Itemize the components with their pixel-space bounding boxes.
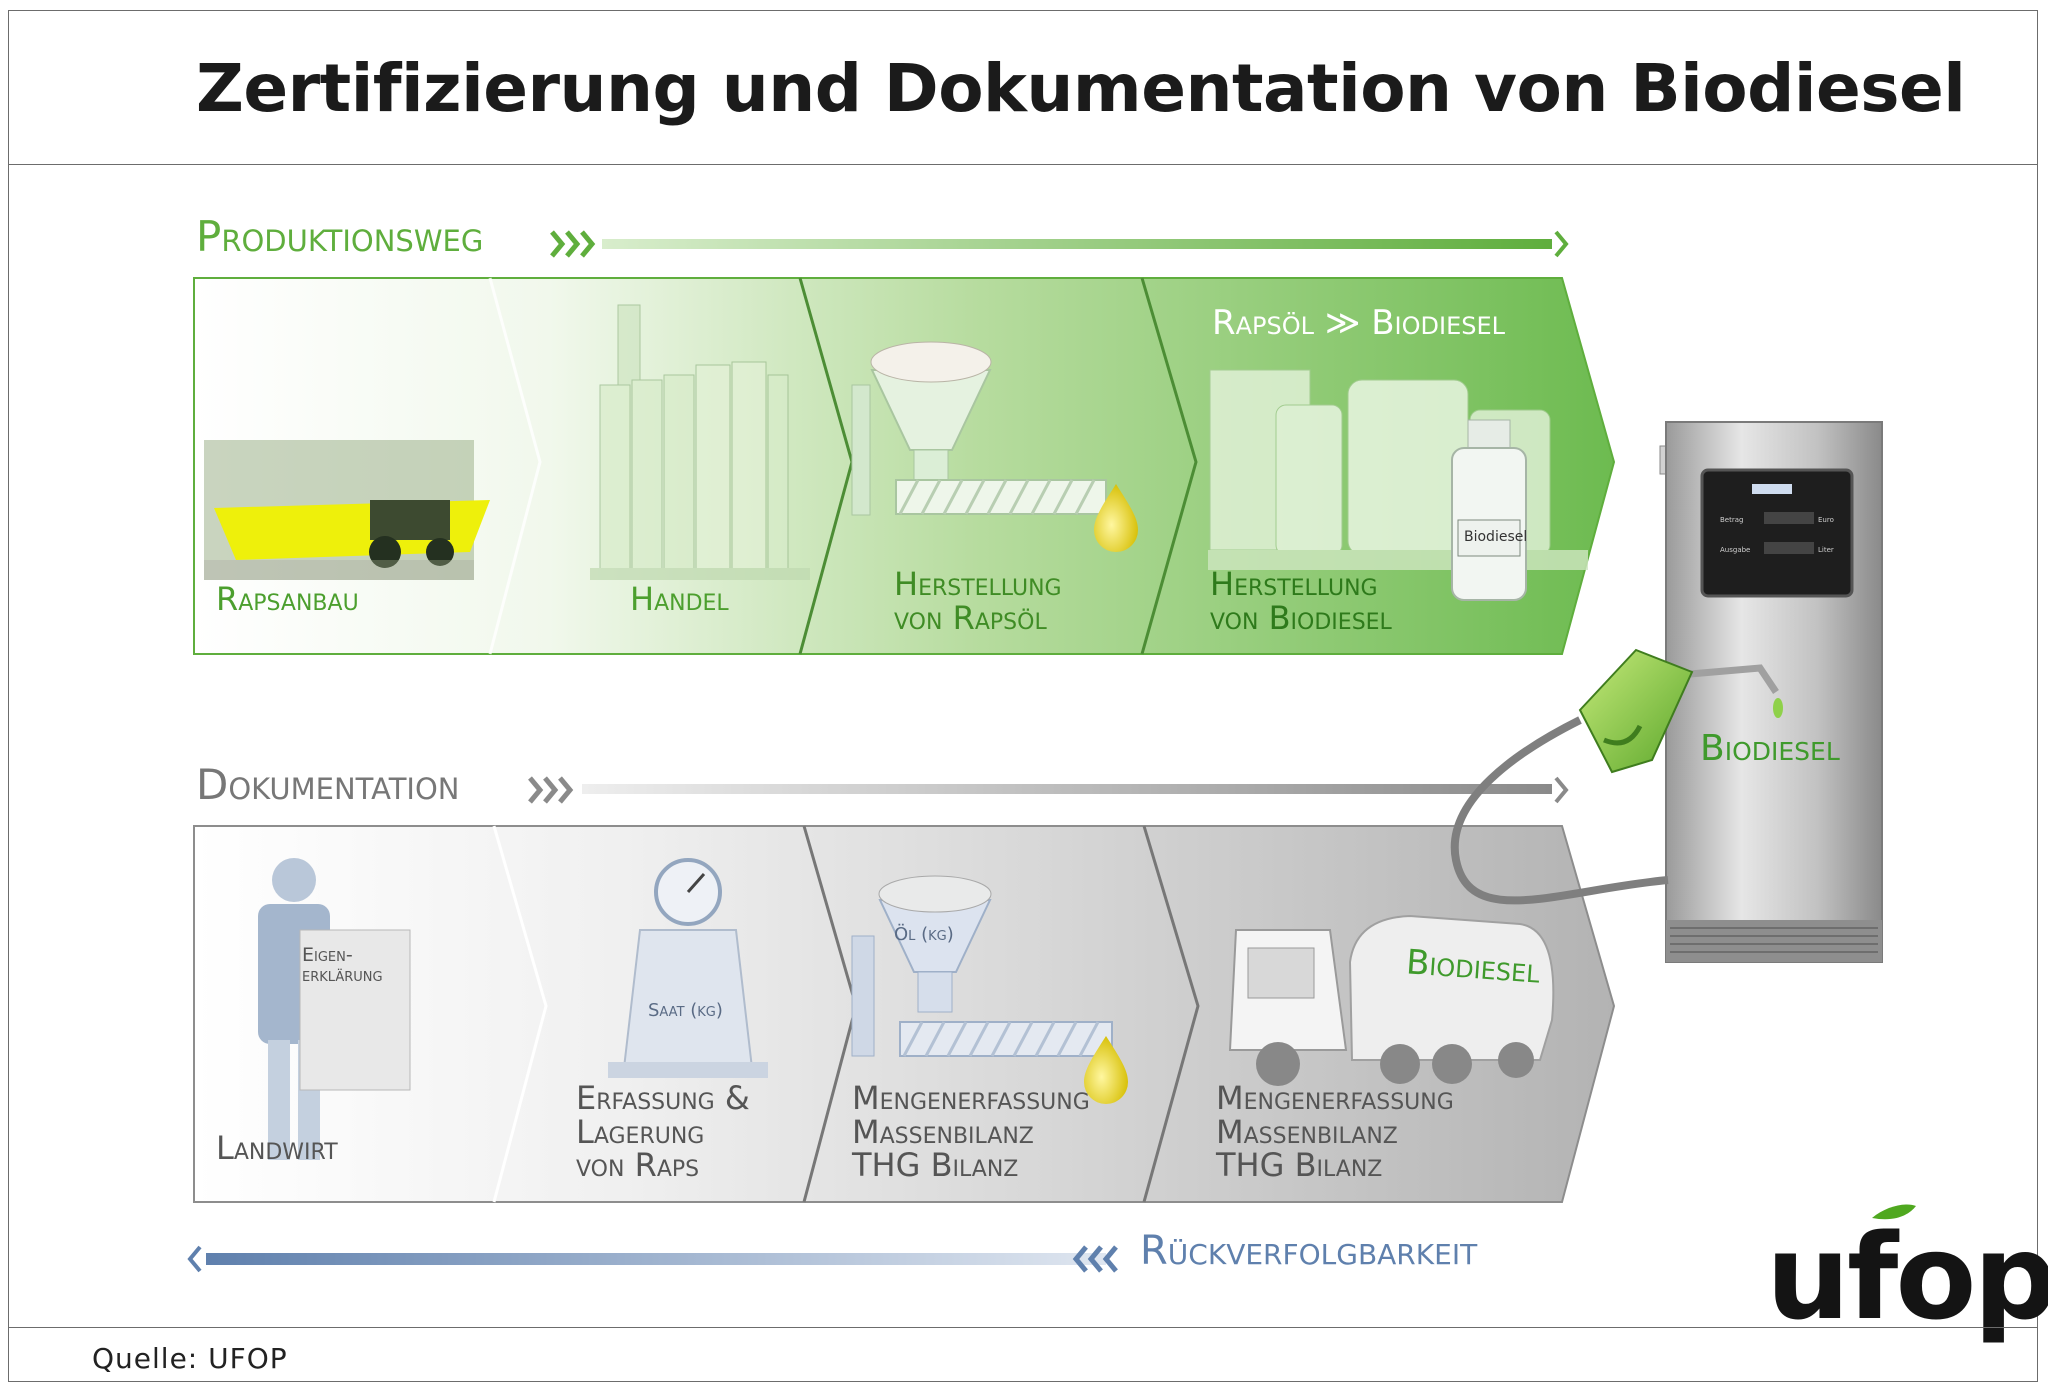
pump-label: Biodiesel bbox=[1700, 728, 1840, 769]
title-divider bbox=[8, 164, 2038, 165]
sign-line: Eigen- bbox=[302, 944, 353, 966]
fuel-nozzle-icon bbox=[1578, 648, 1694, 774]
fuel-pump-illustration bbox=[1659, 421, 1883, 963]
step-handel-label: Handel bbox=[630, 580, 729, 618]
step-label-line: Herstellung bbox=[894, 565, 1062, 603]
production-arrow-bar bbox=[550, 230, 1569, 258]
farmer-illustration bbox=[258, 858, 411, 1160]
production-headline: Produktionsweg bbox=[196, 212, 484, 261]
step-mengenerfassung-label-1: Mengenerfassung Massenbilanz THG Bilanz bbox=[852, 1079, 1090, 1185]
documentation-band bbox=[193, 825, 1616, 1203]
ufop-logo: ufop bbox=[1766, 1208, 2048, 1346]
traceability-headline: Rückverfolgbarkeit bbox=[1140, 1228, 1478, 1274]
rapsoel-biodiesel-caption: Rapsöl ≫ Biodiesel bbox=[1212, 303, 1506, 343]
page-title: Zertifizierung und Dokumentation von Bio… bbox=[196, 50, 1966, 127]
step-label-line: von Raps bbox=[576, 1146, 700, 1185]
traceability-arrow-bar bbox=[187, 1245, 1118, 1273]
step-label-line: von Rapsöl bbox=[894, 598, 1047, 637]
step-label-line: Massenbilanz bbox=[1216, 1112, 1398, 1151]
step-biodiesel-label: Herstellung von Biodiesel bbox=[1210, 565, 1392, 637]
seed-sack-illustration bbox=[608, 858, 768, 1078]
step-label-line: Handel bbox=[630, 580, 729, 618]
pump-display-row-1-right: Euro bbox=[1818, 516, 1834, 524]
step-rapsanbau-label: Rapsanbau bbox=[216, 580, 359, 618]
doc-oil-press-icon bbox=[851, 875, 1113, 1057]
frame bbox=[8, 10, 2038, 1382]
oil-drop-icon bbox=[1094, 484, 1138, 552]
truck-label: Biodiesel bbox=[1404, 942, 1542, 992]
logo-leaf-icon bbox=[1872, 1204, 1916, 1220]
step-label-line: Rapsanbau bbox=[216, 580, 359, 618]
step-label-line: Mengenerfassung bbox=[852, 1079, 1090, 1117]
pump-display-row-2-right: Liter bbox=[1818, 546, 1834, 554]
grain-silo-icon bbox=[590, 304, 810, 580]
step-rapsoel-label: Herstellung von Rapsöl bbox=[894, 565, 1062, 637]
step-mengenerfassung-label-2: Mengenerfassung Massenbilanz THG Bilanz bbox=[1216, 1079, 1454, 1185]
step-label-line: Landwirt bbox=[216, 1129, 338, 1167]
step-label-line: von Biodiesel bbox=[1210, 598, 1392, 637]
tanker-truck-illustration bbox=[1228, 914, 1555, 1086]
step-erfassung-label: Erfassung & Lagerung von Raps bbox=[576, 1079, 750, 1185]
biodiesel-bottle-icon bbox=[1451, 419, 1527, 601]
step-label-line: Mengenerfassung bbox=[1216, 1079, 1454, 1117]
step-label-line: THG Bilanz bbox=[1216, 1146, 1383, 1185]
pump-display-row-1-left: Betrag bbox=[1720, 516, 1743, 524]
fuel-hose-tip bbox=[1689, 664, 1779, 694]
nozzle-drip-icon bbox=[1773, 698, 1783, 718]
rapeseed-field-illustration bbox=[204, 440, 490, 580]
step-label-line: Erfassung & bbox=[576, 1079, 750, 1117]
oil-press-icon bbox=[851, 341, 1107, 516]
sign-line: erklärung bbox=[302, 963, 383, 986]
bottle-label: Biodiesel bbox=[1464, 529, 1528, 545]
documentation-arrow-bar bbox=[528, 776, 1569, 804]
step-label-line: Herstellung bbox=[1210, 565, 1378, 603]
sack-label: Saat (kg) bbox=[648, 1000, 723, 1021]
documentation-headline: Dokumentation bbox=[196, 760, 460, 809]
eigenerklaerung-sign: Eigen- erklärung bbox=[302, 944, 383, 986]
step-label-line: Lagerung bbox=[576, 1112, 705, 1151]
doc-oil-drop-icon bbox=[1084, 1036, 1128, 1104]
source-note: Quelle: UFOP bbox=[92, 1342, 288, 1375]
funnel-label: Öl (kg) bbox=[894, 924, 954, 945]
step-landwirt-label: Landwirt bbox=[216, 1129, 338, 1167]
step-label-line: THG Bilanz bbox=[852, 1146, 1019, 1185]
step-label-line: Massenbilanz bbox=[852, 1112, 1034, 1151]
pump-display-row-2-left: Ausgabe bbox=[1720, 546, 1750, 554]
fuel-hose bbox=[1450, 716, 1669, 905]
footer-divider bbox=[8, 1327, 2038, 1328]
